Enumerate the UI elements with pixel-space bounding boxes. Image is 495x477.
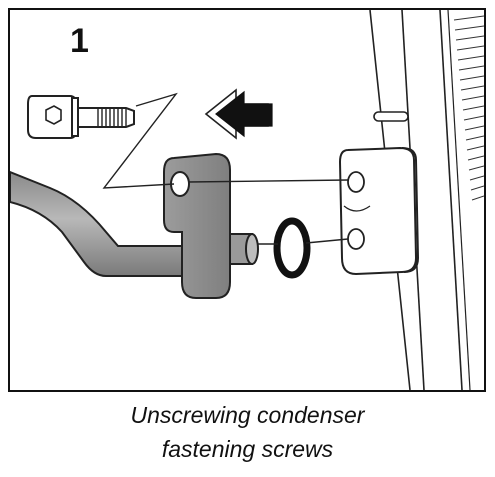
direction-arrow-icon — [204, 88, 273, 140]
exploded-view-drawing — [10, 10, 484, 390]
pipe-flange — [163, 152, 259, 299]
condenser-fins — [453, 15, 484, 201]
screw-path-line — [102, 92, 178, 189]
figure-caption: Unscrewing condenser fastening screws — [0, 398, 495, 466]
fastening-screw — [27, 95, 135, 139]
callout-number-1: 1 — [70, 22, 89, 60]
alignment-lines — [187, 179, 349, 245]
condenser-edge — [369, 10, 484, 390]
caption-line-2: fastening screws — [161, 436, 334, 462]
o-ring — [273, 217, 311, 279]
illustration-frame: 1 — [8, 8, 486, 392]
caption-line-1: Unscrewing condenser — [130, 402, 365, 428]
refrigerant-pipe — [10, 170, 187, 277]
condenser-bracket — [338, 146, 420, 276]
